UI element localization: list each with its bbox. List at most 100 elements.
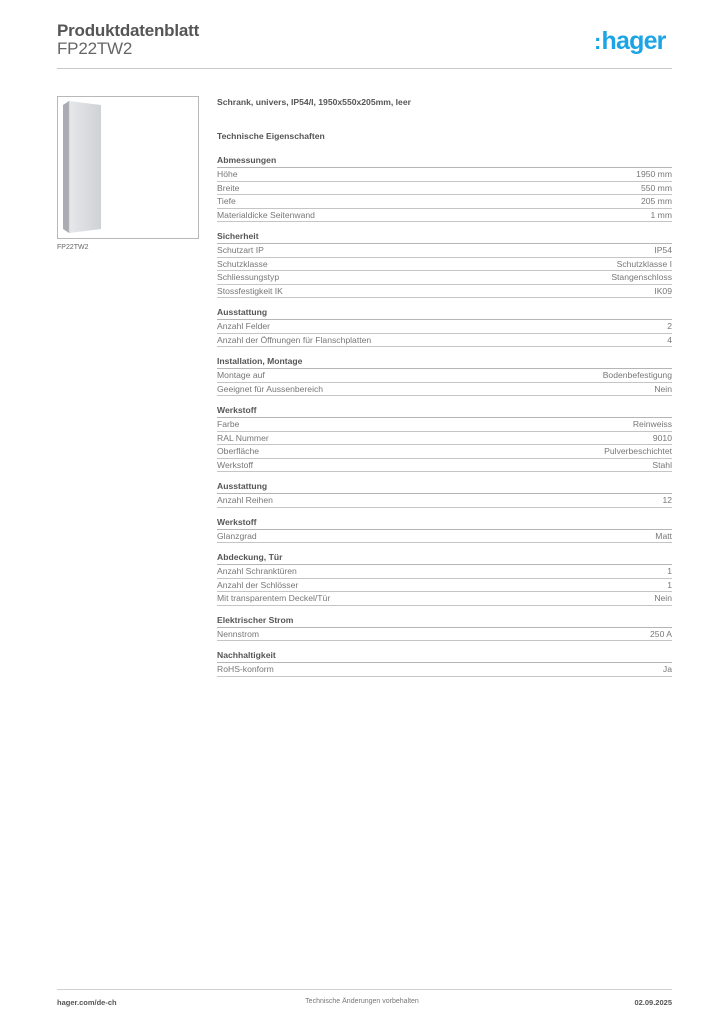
- footer-website[interactable]: hager.com/de-ch: [57, 998, 117, 1007]
- property-value: 205 mm: [640, 196, 672, 206]
- group-title: Ausstattung: [217, 307, 672, 320]
- property-label: Breite: [217, 182, 240, 193]
- property-label: Stossfestigkeit IK: [217, 285, 283, 296]
- hager-logo: :hager: [594, 27, 666, 55]
- group-title: Ausstattung: [217, 481, 672, 494]
- property-row: Anzahl Reihen 12: [217, 494, 672, 508]
- product-code: FP22TW2: [57, 39, 133, 58]
- property-row: Werkstoff Stahl: [217, 459, 672, 472]
- property-row: Geeignet für Aussenbereich Nein: [217, 383, 672, 396]
- property-row: Nennstrom 250 A: [217, 628, 672, 641]
- property-row: Schutzart IP IP54: [217, 244, 672, 258]
- property-label: Tiefe: [217, 196, 236, 206]
- property-row: Höhe 1950 mm: [217, 168, 672, 182]
- group-title: Nachhaltigkeit: [217, 650, 672, 663]
- header-divider: [57, 68, 672, 69]
- group-title: Sicherheit: [217, 231, 672, 244]
- property-value: 12: [662, 495, 672, 505]
- property-label: Oberfläche: [217, 446, 260, 456]
- property-row: Stossfestigkeit IK IK09: [217, 285, 672, 298]
- property-label: Geeignet für Aussenbereich: [217, 383, 324, 394]
- group-title: Werkstoff: [217, 517, 672, 530]
- property-row: Farbe Reinweiss: [217, 418, 672, 432]
- property-value: 9010: [652, 432, 672, 443]
- footer-date: 02.09.2025: [634, 998, 672, 1007]
- property-label: Nennstrom: [217, 628, 260, 639]
- image-caption: FP22TW2: [57, 244, 89, 251]
- property-label: Materialdicke Seitenwand: [217, 209, 315, 220]
- property-value: IP54: [654, 245, 672, 255]
- section-title: Technische Eigenschaften: [217, 131, 325, 141]
- property-label: Schutzart IP: [217, 245, 264, 255]
- property-row: Tiefe 205 mm: [217, 195, 672, 209]
- property-value: Nein: [654, 593, 672, 603]
- property-row: Montage auf Bodenbefestigung: [217, 369, 672, 383]
- property-label: Schutzklasse: [217, 258, 268, 269]
- property-row: Materialdicke Seitenwand 1 mm: [217, 209, 672, 222]
- property-value: 1: [667, 579, 672, 590]
- property-value: Pulverbeschichtet: [604, 446, 672, 456]
- property-value: Matt: [655, 530, 672, 541]
- product-description: Schrank, univers, IP54/I, 1950x550x205mm…: [217, 97, 411, 107]
- footer-divider: [57, 989, 672, 990]
- property-label: Farbe: [217, 419, 240, 429]
- property-label: Anzahl Reihen: [217, 495, 273, 505]
- property-value: 250 A: [650, 628, 672, 639]
- property-row: Oberfläche Pulverbeschichtet: [217, 445, 672, 459]
- property-label: Höhe: [217, 169, 238, 179]
- property-label: Anzahl der Schlösser: [217, 579, 299, 590]
- property-row: Anzahl Schranktüren 1: [217, 565, 672, 579]
- property-label: Anzahl Felder: [217, 321, 271, 331]
- property-value: Stangenschloss: [611, 272, 672, 282]
- property-row: Schliessungstyp Stangenschloss: [217, 271, 672, 285]
- property-label: Schliessungstyp: [217, 272, 280, 282]
- property-value: 2: [667, 321, 672, 331]
- property-row: Schutzklasse Schutzklasse I: [217, 258, 672, 271]
- property-row: Mit transparentem Deckel/Tür Nein: [217, 592, 672, 606]
- property-label: Anzahl Schranktüren: [217, 566, 297, 576]
- group-title: Elektrischer Strom: [217, 615, 672, 628]
- group-title: Abmessungen: [217, 155, 672, 168]
- property-value: Schutzklasse I: [616, 258, 672, 269]
- property-value: IK09: [654, 285, 672, 296]
- property-value: 550 mm: [640, 182, 672, 193]
- main-content: Schrank, univers, IP54/I, 1950x550x205mm…: [217, 97, 672, 686]
- property-row: RAL Nummer 9010: [217, 432, 672, 445]
- cabinet-image-icon: [63, 101, 101, 233]
- property-value: Nein: [654, 383, 672, 394]
- property-value: 1 mm: [650, 209, 672, 220]
- property-row: Anzahl Felder 2: [217, 320, 672, 334]
- property-label: RAL Nummer: [217, 432, 269, 443]
- property-row: Breite 550 mm: [217, 182, 672, 195]
- document-title: Produktdatenblatt: [57, 21, 200, 40]
- property-label: Montage auf: [217, 370, 265, 380]
- product-image: [57, 96, 199, 239]
- property-value: 1: [667, 566, 672, 576]
- property-value: 4: [667, 334, 672, 345]
- property-label: Anzahl der Öffnungen für Flanschplatten: [217, 334, 372, 345]
- property-row: Anzahl der Schlösser 1: [217, 579, 672, 592]
- property-value: Bodenbefestigung: [602, 370, 672, 380]
- property-label: Mit transparentem Deckel/Tür: [217, 593, 331, 603]
- property-value: 1950 mm: [636, 169, 672, 179]
- property-label: Werkstoff: [217, 459, 253, 470]
- group-title: Werkstoff: [217, 405, 672, 418]
- property-value: Reinweiss: [632, 419, 672, 429]
- property-value: Stahl: [652, 459, 672, 470]
- property-label: RoHS-konform: [217, 664, 274, 674]
- group-title: Installation, Montage: [217, 356, 672, 369]
- footer-notice: Technische Änderungen vorbehalten: [305, 998, 419, 1005]
